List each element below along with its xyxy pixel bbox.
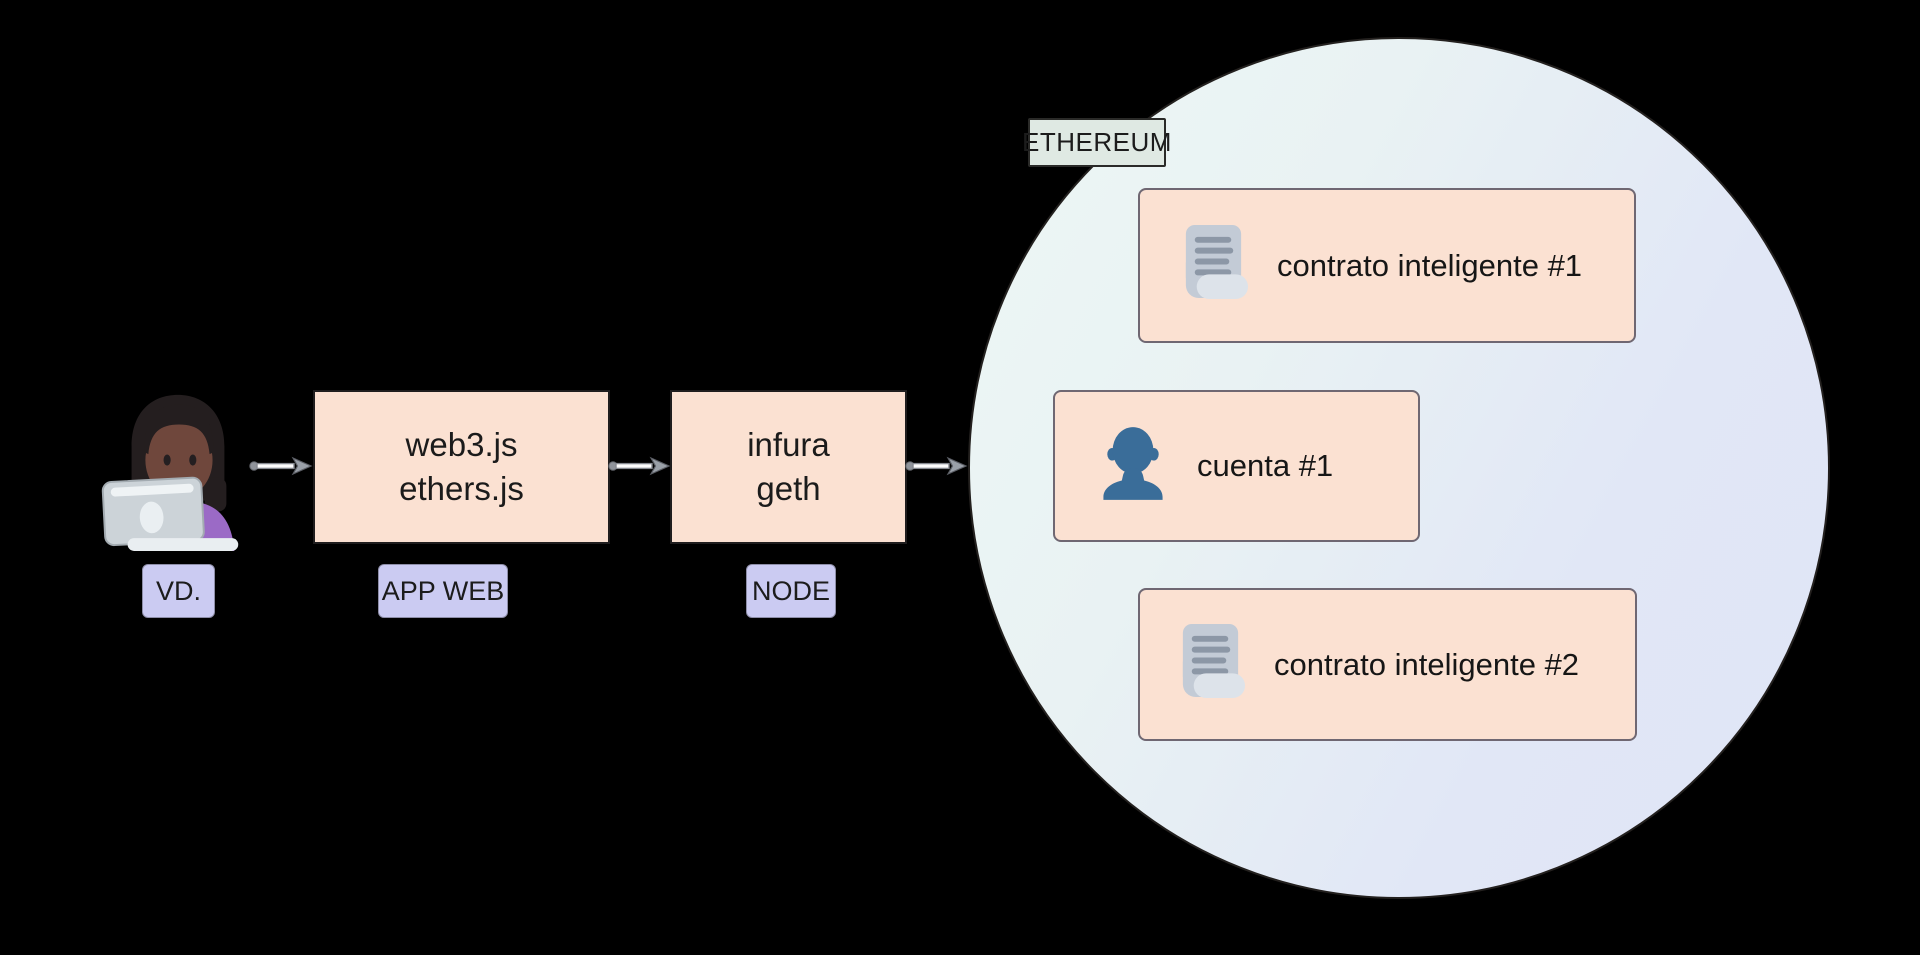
smart-contract-1-box: contrato inteligente #1 — [1138, 188, 1636, 343]
arrow-app-to-node — [608, 455, 671, 477]
app-web-tag-label: APP WEB — [381, 575, 505, 606]
woman-technologist-svg — [101, 394, 239, 551]
account-1-label: cuenta #1 — [1197, 448, 1334, 483]
scroll-icon — [1173, 622, 1248, 707]
ethereum-tag: ETHEREUM — [1022, 118, 1171, 167]
woman-technologist-icon — [98, 383, 256, 551]
node-tag: NODE — [746, 564, 836, 618]
scroll-icon — [1176, 223, 1251, 308]
app-box-line1: web3.js — [405, 426, 518, 463]
app-web-box: web3.js ethers.js — [313, 390, 610, 544]
app-web-tag: APP WEB — [378, 564, 508, 618]
actor-tag-label: VD. — [155, 575, 201, 606]
smart-contract-2-box: contrato inteligente #2 — [1138, 588, 1637, 741]
smart-contract-2-label: contrato inteligente #2 — [1274, 646, 1580, 682]
node-tag-label: NODE — [751, 575, 830, 606]
arrow-node-to-ethereum — [905, 455, 968, 477]
actor-tag: VD. — [142, 564, 215, 618]
node-box: infura geth — [670, 390, 907, 544]
app-box-line2: ethers.js — [399, 470, 524, 507]
smart-contract-1-label: contrato inteligente #1 — [1277, 247, 1583, 283]
ethereum-tag-label: ETHEREUM — [1022, 127, 1172, 157]
account-1-box: cuenta #1 — [1053, 390, 1420, 542]
arrow-actor-to-app — [249, 455, 313, 477]
node-box-line2: geth — [756, 470, 821, 507]
user-icon — [1101, 425, 1165, 508]
node-box-line1: infura — [747, 426, 830, 463]
